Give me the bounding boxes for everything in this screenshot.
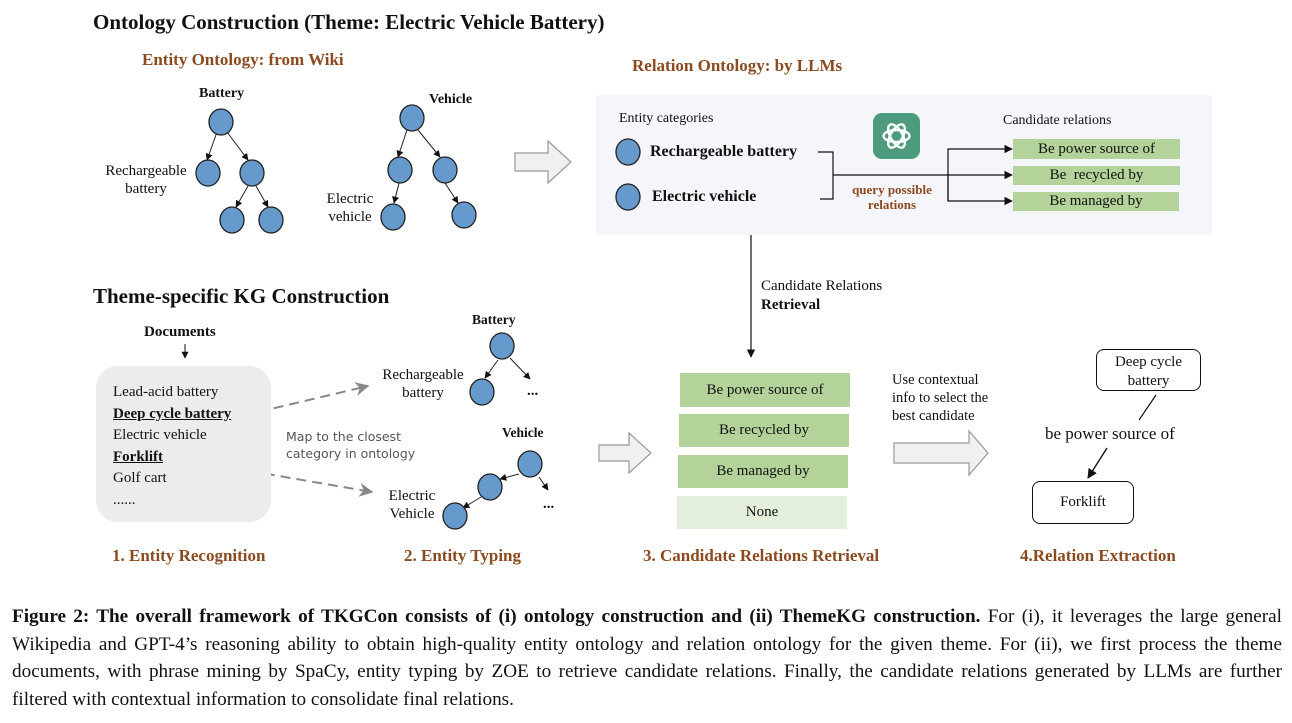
document-item: Golf cart	[113, 470, 167, 486]
battery-more-ellipsis: ...	[527, 383, 539, 399]
typing-rechargeable-battery-label: Rechargeable battery	[382, 367, 464, 401]
typing-electric-vehicle-label: Electric Vehicle	[388, 488, 436, 522]
flow-arrow-icon	[598, 431, 652, 475]
candidate-power-source: Be power source of	[680, 373, 850, 407]
documents-box	[96, 366, 271, 522]
flow-arrow-icon	[893, 429, 989, 477]
tree-edge	[255, 185, 269, 208]
candidate-managed: Be managed by	[678, 455, 848, 488]
documents-list: Lead-acid battery Deep cycle battery Ele…	[113, 382, 231, 511]
head-connector	[1138, 394, 1157, 421]
battery-ontology-tree	[195, 108, 284, 234]
entity-category-node	[615, 138, 641, 166]
step-entity-recognition: 1. Entity Recognition	[112, 546, 266, 565]
document-item-highlighted: Forklift	[113, 448, 163, 465]
tree-node	[258, 206, 284, 234]
tail-arrow	[1087, 447, 1108, 479]
tree-node	[399, 104, 425, 132]
typing-vehicle-root-label: Vehicle	[502, 425, 544, 440]
caption-bold: Figure 2: The overall framework of TKGCo…	[12, 606, 981, 627]
tree-node	[239, 159, 265, 187]
candidate-none: None	[677, 496, 847, 529]
kg-construction-title: Theme-specific KG Construction	[93, 284, 390, 308]
tail-entity-box: Forklift	[1032, 481, 1134, 524]
step-candidate-relations-retrieval: 3. Candidate Relations Retrieval	[643, 546, 880, 565]
candidate-recycled: Be recycled by	[679, 414, 849, 447]
tree-edge	[417, 129, 441, 158]
typing-battery-root-label: Battery	[472, 312, 516, 327]
tree-node	[219, 206, 245, 234]
tree-node	[208, 108, 234, 136]
tree-edge	[396, 129, 408, 158]
document-item: Electric vehicle	[113, 427, 207, 443]
documents-label: Documents	[144, 324, 216, 340]
map-arrow-battery	[257, 382, 370, 413]
rechargeable-battery-label: Rechargeable battery	[105, 163, 187, 197]
tree-edge	[444, 182, 459, 204]
vehicle-ontology-tree	[380, 104, 477, 231]
candidate-relations-label: Candidate relations	[1003, 113, 1112, 128]
tree-node	[195, 159, 221, 187]
relation-ontology-title: Relation Ontology: by LLMs	[632, 56, 843, 75]
head-entity-box: Deep cycle battery	[1096, 349, 1201, 391]
tree-edge	[392, 182, 400, 204]
entity-category-rechargeable-battery: Rechargeable battery	[650, 143, 798, 160]
tree-node	[432, 156, 458, 184]
caption-text: For (i), it leverages the large general …	[12, 606, 1282, 710]
document-item: ......	[113, 491, 136, 508]
tree-edge	[205, 131, 218, 161]
electric-vehicle-label: Electric vehicle	[326, 191, 374, 225]
candidate-relation-recycled: Be recycled by	[1013, 166, 1180, 185]
candidate-relation-managed: Be managed by	[1013, 192, 1179, 211]
vehicle-root-label: Vehicle	[429, 92, 473, 107]
map-to-category-text: Map to the closest category in ontology	[286, 429, 416, 461]
candidate-relation-power-source: Be power source of	[1013, 139, 1180, 159]
query-connectors	[818, 144, 1013, 206]
document-item: Lead-acid battery	[113, 384, 219, 400]
tree-edge	[226, 131, 249, 161]
extracted-relation-label: be power source of	[1045, 424, 1175, 443]
entity-categories-label: Entity categories	[619, 111, 714, 126]
entity-category-node	[615, 183, 641, 211]
battery-root-label: Battery	[199, 86, 245, 101]
ontology-construction-title: Ontology Construction (Theme: Electric V…	[93, 10, 605, 34]
vehicle-more-ellipsis: ...	[543, 496, 555, 512]
step-relation-extraction: 4.Relation Extraction	[1020, 546, 1176, 565]
entity-ontology-title: Entity Ontology: from Wiki	[142, 50, 344, 69]
step-entity-typing: 2. Entity Typing	[404, 546, 521, 565]
document-item-highlighted: Deep cycle battery	[113, 405, 232, 422]
typing-battery-tree	[469, 332, 531, 406]
candidate-relations-retrieval-label: Candidate Relations Retrieval	[761, 278, 883, 313]
typing-vehicle-tree	[442, 450, 549, 530]
tree-node	[380, 203, 406, 231]
query-possible-relations-label: query possible relations	[852, 182, 932, 212]
tree-edge	[235, 185, 249, 208]
openai-logo-icon	[873, 113, 920, 159]
flow-arrow-icon	[514, 139, 572, 185]
entity-category-electric-vehicle: Electric vehicle	[652, 188, 757, 205]
figure-caption: Figure 2: The overall framework of TKGCo…	[12, 603, 1282, 713]
select-best-candidate-text: Use contextual info to select the best c…	[892, 372, 989, 424]
tree-node	[387, 156, 413, 184]
tree-node	[451, 201, 477, 229]
